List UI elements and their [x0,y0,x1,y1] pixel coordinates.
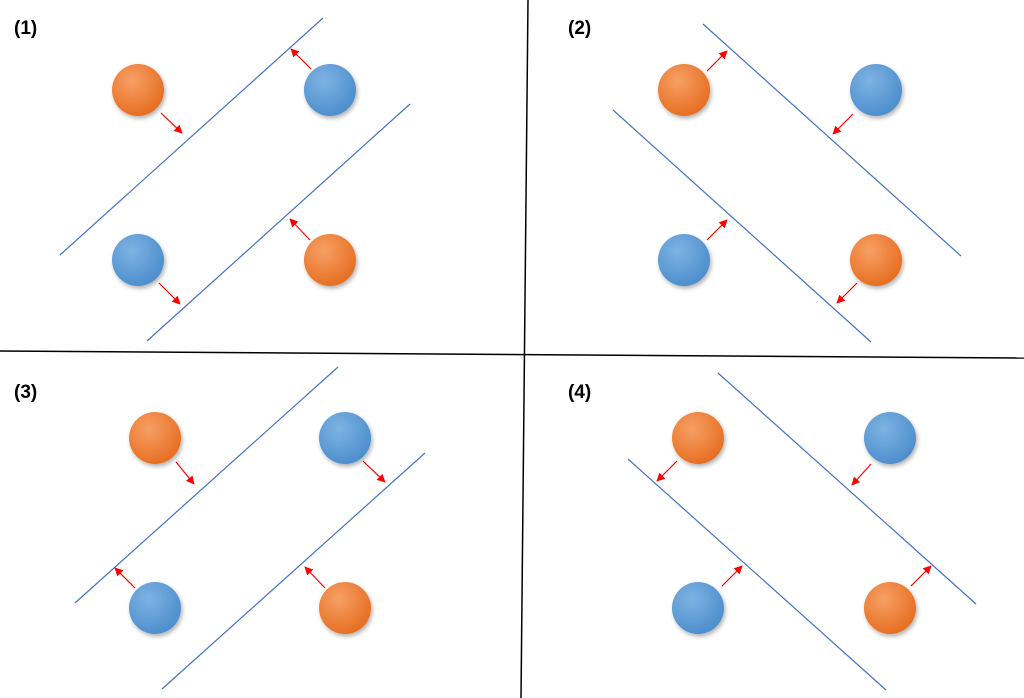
divider-horizontal [0,350,1024,359]
boundary-line [702,23,962,257]
blue-point [658,234,710,286]
orange-point [112,64,164,116]
margin-arrow [114,567,136,589]
quadrant-label-3: (3) [14,382,37,403]
quadrant-4 [627,372,977,691]
margin-arrow [289,218,311,241]
boundary-line [59,17,324,256]
margin-arrow [721,565,743,587]
margin-arrow [175,461,195,485]
orange-point [850,234,902,286]
margin-arrow [706,50,728,72]
boundary-line [627,458,887,691]
quadrant-1 [59,17,411,342]
quadrant-label-1: (1) [14,18,37,39]
quadrant-2 [612,23,962,343]
divider-vertical [520,0,529,698]
blue-point [304,64,356,116]
margin-arrow [304,566,326,589]
orange-point [864,582,916,634]
margin-arrow [362,460,386,483]
blue-point [864,412,916,464]
orange-point [129,412,181,464]
boundary-line [146,103,411,342]
quadrant-3 [74,366,426,690]
quadrant-label-2: (2) [568,18,591,39]
boundary-line [74,366,339,604]
margin-arrow [706,219,728,241]
blue-point [112,234,164,286]
orange-point [672,412,724,464]
boundary-line [717,372,977,605]
orange-point [319,582,371,634]
boundary-line [612,109,872,343]
blue-point [319,412,371,464]
margin-arrow [656,460,678,482]
margin-arrow [851,463,872,486]
blue-point [850,64,902,116]
blue-point [129,582,181,634]
margin-arrow [836,282,858,304]
margin-arrow [160,112,183,134]
orange-point [304,234,356,286]
quadrant-label-4: (4) [568,382,591,403]
orange-point [658,64,710,116]
blue-point [672,582,724,634]
margin-arrow [832,113,854,135]
boundary-line [161,452,426,690]
margin-arrow [158,282,181,305]
margin-arrow [290,48,312,70]
margin-arrow [910,565,932,587]
